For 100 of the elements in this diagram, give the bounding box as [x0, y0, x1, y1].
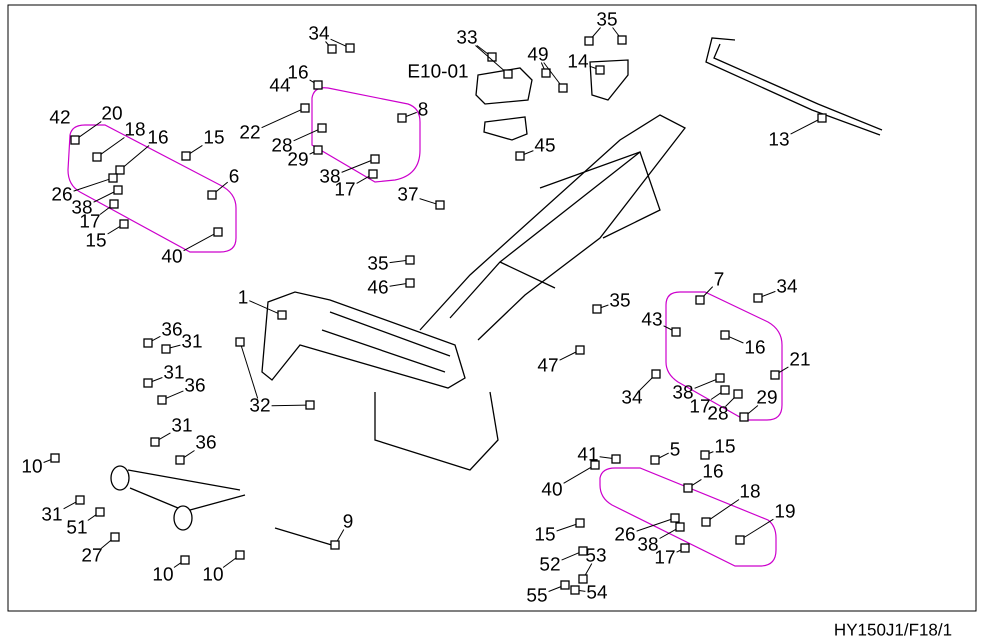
part-drawing: [817, 113, 827, 123]
leader-line: [216, 182, 228, 192]
part-drawing: [70, 135, 80, 145]
part-drawing: [592, 304, 602, 314]
leader-line: [107, 226, 120, 234]
part-drawing: [300, 103, 310, 113]
part-drawing: [150, 437, 160, 447]
callout-number: 36: [195, 434, 217, 452]
leader-line: [309, 152, 314, 155]
part-drawing: [680, 543, 690, 553]
part-drawing: [113, 185, 123, 195]
leader-line: [556, 524, 576, 532]
callout-number: 35: [596, 10, 618, 30]
leader-line: [190, 144, 203, 154]
part-drawing: [570, 585, 580, 595]
callout-number: 16: [147, 128, 169, 148]
leader-line: [708, 451, 714, 454]
leader-line: [748, 405, 758, 414]
callout-number: 29: [756, 388, 778, 408]
leader-line: [309, 79, 314, 84]
part-drawing: [578, 546, 588, 556]
leader-line: [389, 283, 406, 287]
leader-line: [406, 112, 418, 117]
leader-line: [43, 459, 52, 463]
part-drawing: [611, 454, 621, 464]
leader-line: [692, 478, 702, 486]
callout-number: 20: [101, 104, 123, 124]
callout-number: 54: [586, 584, 608, 602]
part-drawing: [560, 580, 570, 590]
leader-line: [222, 558, 236, 568]
part-drawing: [487, 52, 497, 62]
leader-line: [73, 178, 110, 192]
callout-number: 34: [776, 278, 798, 296]
part-drawing: [330, 540, 340, 550]
callout-number: 15: [714, 438, 736, 456]
callout-number: 35: [367, 254, 389, 274]
callout-number: 10: [152, 566, 174, 584]
leader-line: [559, 352, 576, 361]
part-drawing: [435, 200, 445, 210]
leader-line: [152, 336, 161, 342]
part-drawing: [590, 460, 600, 470]
leader-line: [158, 432, 171, 440]
callout-number: 10: [202, 566, 224, 584]
part-drawing: [235, 337, 245, 347]
leader-line: [561, 552, 580, 561]
leader-line: [592, 27, 602, 38]
leader-line: [341, 160, 372, 173]
leader-line: [356, 176, 370, 184]
leader-line: [124, 145, 150, 168]
part-drawing: [317, 123, 327, 133]
part-drawing: [143, 338, 153, 348]
part-drawing: [305, 400, 315, 410]
part-drawing: [700, 450, 710, 460]
part-drawing: [345, 43, 355, 53]
drawing-number: HY150J1/F18/1: [834, 620, 952, 640]
leader-line: [612, 27, 620, 36]
part-drawing: [109, 199, 119, 209]
callout-number: 14: [567, 52, 589, 72]
callout-number: 36: [184, 376, 206, 396]
leader-line: [778, 366, 789, 374]
part-drawing: [213, 227, 223, 237]
leader-line: [293, 129, 318, 142]
callout-number: 40: [161, 248, 183, 266]
callout-number: 31: [171, 416, 193, 436]
leader-line: [78, 121, 102, 138]
part-drawing: [405, 278, 415, 288]
part-drawing: [515, 151, 525, 161]
callout-number: 46: [367, 278, 389, 298]
leader-line: [166, 390, 184, 399]
leader-line: [584, 563, 592, 576]
leader-line: [762, 290, 776, 297]
leader-line: [710, 392, 722, 400]
leader-line: [563, 466, 592, 484]
callout-number: 6: [228, 168, 240, 186]
callout-number: 18: [124, 120, 146, 140]
leader-line: [183, 234, 214, 252]
part-drawing: [313, 145, 323, 155]
part-drawing: [670, 513, 680, 523]
callout-number: 15: [534, 526, 556, 544]
callout-number: 22: [239, 124, 261, 142]
part-drawing: [735, 535, 745, 545]
part-drawing: [405, 255, 415, 265]
callout-number: 52: [539, 556, 561, 574]
part-drawing: [92, 152, 102, 162]
part-drawing: [157, 395, 167, 405]
leader-line: [336, 529, 344, 542]
part-drawing: [368, 169, 378, 179]
part-drawing: [235, 550, 245, 560]
leader-line: [694, 379, 716, 389]
leader-line: [589, 66, 596, 69]
part-drawing: [701, 517, 711, 527]
part-drawing: [313, 80, 323, 90]
part-drawing: [651, 369, 661, 379]
leader-line: [728, 336, 744, 344]
callout-number: 26: [51, 186, 73, 204]
leader-line: [524, 150, 534, 155]
part-drawing: [770, 370, 780, 380]
part-drawing: [397, 113, 407, 123]
part-drawing: [675, 522, 685, 532]
part-drawing: [108, 173, 118, 183]
